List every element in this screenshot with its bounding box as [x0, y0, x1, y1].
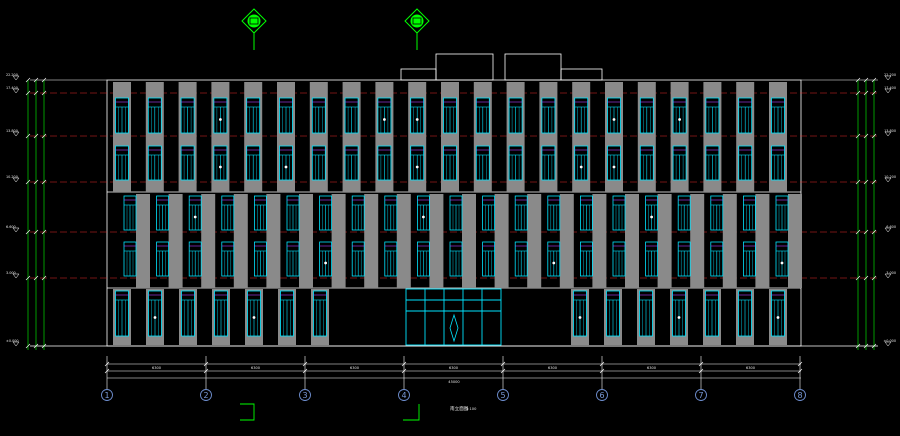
- elevation-dimension-left: 22.200 17.400 13.800 10.200 6.600 3.000 ±0.000: [6, 73, 47, 350]
- elevation-mark: [884, 341, 892, 347]
- elevation-mark: [12, 341, 20, 347]
- pier: [527, 194, 542, 288]
- axis-circle: [794, 389, 806, 401]
- axis-label: 4: [401, 391, 406, 400]
- pier: [755, 194, 770, 288]
- axis-circle: [695, 389, 707, 401]
- pier: [201, 194, 216, 288]
- drawing-scale-text: 1:100: [466, 407, 477, 411]
- drawing-title: 南立面图 1:100: [240, 403, 477, 421]
- elevation-text: 17.400: [6, 86, 18, 90]
- pier: [429, 194, 444, 288]
- elevation-text: 13.800: [6, 129, 18, 133]
- elevation-text: 6.600: [886, 225, 896, 229]
- pier: [233, 194, 248, 288]
- bay-dimension-text: 6300: [350, 366, 360, 370]
- elevation-text: 22.200: [884, 73, 896, 77]
- total-dimension-text: 45000: [448, 380, 460, 384]
- elevation-mark: [884, 177, 892, 183]
- elevation-text: 10.200: [884, 175, 896, 179]
- bay-dimension-text: 6300: [251, 366, 261, 370]
- bay-dimension-text: 6300: [746, 366, 756, 370]
- bay-dimension-text: 6300: [152, 366, 162, 370]
- elevation-mark: [884, 273, 892, 279]
- pier: [722, 194, 737, 288]
- pier: [559, 194, 574, 288]
- axis-circle: [101, 389, 113, 401]
- elevation-mark: [884, 131, 892, 137]
- elevation-mark: [12, 75, 20, 81]
- elevation-mark: [884, 75, 892, 81]
- elevation-mark: [12, 177, 20, 183]
- pier: [364, 194, 379, 288]
- pier: [396, 194, 411, 288]
- axis-circle: [398, 389, 410, 401]
- pier: [657, 194, 672, 288]
- pier: [592, 194, 607, 288]
- axis-circle: [200, 389, 212, 401]
- bay-dimensions: 6300 6300 6300 6300 6300 6300 6300: [152, 366, 756, 370]
- elevation-text: 10.200: [6, 175, 18, 179]
- axis-label: 2: [203, 391, 208, 400]
- drawing-title-text: 南立面图: [450, 405, 469, 412]
- windows: [115, 97, 789, 337]
- axis-label: 5: [500, 391, 505, 400]
- north-arrow-right: [404, 8, 430, 50]
- bay-dimension-text: 6300: [548, 366, 558, 370]
- pier: [299, 194, 313, 288]
- elevation-mark: [12, 88, 20, 94]
- pier: [788, 194, 802, 288]
- elevation-text: 22.200: [6, 73, 18, 77]
- pier: [331, 194, 346, 288]
- elevation-dimension-right: 22.200 17.400 13.800 10.200 6.600 3.000 ±0.000: [855, 73, 896, 350]
- axis-circle: [299, 389, 311, 401]
- axis-label: 3: [302, 391, 307, 400]
- bay-dimension-text: 6300: [449, 366, 459, 370]
- axis-label: 7: [698, 391, 703, 400]
- elevation-text: 17.400: [884, 86, 896, 90]
- bottom-dimensions: [107, 363, 801, 379]
- axis-circle: [497, 389, 509, 401]
- pier: [690, 194, 705, 288]
- axis-label: 1: [104, 391, 109, 400]
- pier: [494, 194, 509, 288]
- elevation-mark: [12, 273, 20, 279]
- elevation-text: 6.600: [6, 225, 16, 229]
- elevation-mark: [12, 131, 20, 137]
- pier: [266, 194, 281, 288]
- bay-dimension-text: 6300: [647, 366, 657, 370]
- elevation-text: 3.000: [886, 271, 896, 275]
- elevation-text: ±0.000: [883, 339, 896, 343]
- elevation-text: ±0.000: [6, 339, 19, 343]
- axis-label: 6: [599, 391, 604, 400]
- axis-circle: [596, 389, 608, 401]
- elevation-text: 13.800: [884, 129, 896, 133]
- pier: [462, 194, 476, 288]
- elevation-mark: [12, 227, 20, 233]
- entrance-curtain-wall: [405, 288, 502, 346]
- roof-structures: [400, 53, 603, 81]
- axis-markers: 1 2 3 4 5 6 7 8: [101, 356, 806, 401]
- elevation-mark: [884, 227, 892, 233]
- axis-label: 8: [797, 391, 802, 400]
- pier: [168, 194, 183, 288]
- elevation-text: 3.000: [6, 271, 16, 275]
- pier: [136, 194, 150, 288]
- pier: [625, 194, 639, 288]
- elevation-mark: [884, 88, 892, 94]
- north-arrow-left: [241, 8, 267, 50]
